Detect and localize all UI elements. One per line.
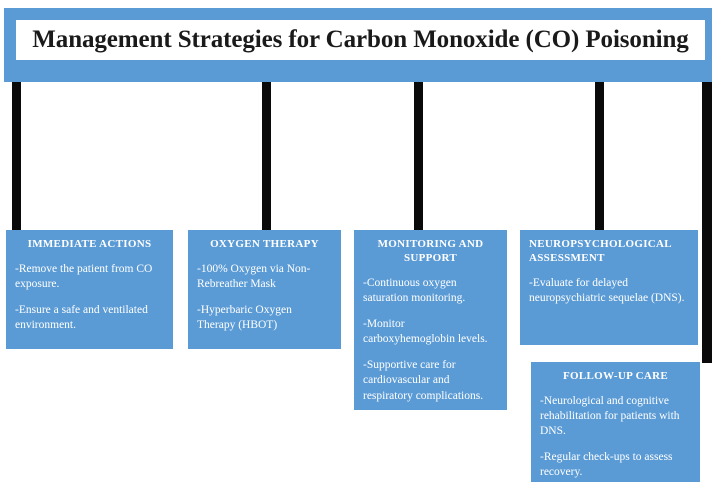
list-item: -Hyperbaric Oxygen Therapy (HBOT) <box>197 304 292 332</box>
stage-header-immediate-actions: IMMEDIATE ACTIONS <box>27 238 152 250</box>
connector-follow-up-care <box>702 82 712 363</box>
list-item: -100% Oxygen via Non-Rebreather Mask <box>197 262 311 290</box>
stage-box-monitoring-and-support[interactable]: MONITORING AND SUPPORT -Continuous oxyge… <box>354 230 507 410</box>
stage-header-neuropsychological-assessment: NEUROPSYCHOLOGICAL ASSESSMENT <box>529 238 672 264</box>
list-item: -Continuous oxygen saturation monitoring… <box>363 276 466 304</box>
list-item: -Ensure a safe and ventilated environmen… <box>15 304 148 332</box>
list-item: -Remove the patient from CO exposure. <box>15 262 153 290</box>
list-item: -Evaluate for delayed neuropsychiatric s… <box>529 276 685 304</box>
title-inner-panel: Management Strategies for Carbon Monoxid… <box>16 20 705 60</box>
connector-immediate-actions <box>12 82 21 230</box>
stage-body-oxygen-therapy: -100% Oxygen via Non-Rebreather Mask -Hy… <box>197 262 332 334</box>
list-item: -Neurological and cognitive rehabilitati… <box>540 394 680 438</box>
stage-box-oxygen-therapy[interactable]: OXYGEN THERAPY -100% Oxygen via Non-Rebr… <box>188 230 341 349</box>
stage-header-follow-up-care: FOLLOW-UP CARE <box>563 370 668 382</box>
stage-body-immediate-actions: -Remove the patient from CO exposure. -E… <box>15 262 164 334</box>
connector-monitoring-and-support <box>414 82 423 230</box>
title-banner: Management Strategies for Carbon Monoxid… <box>4 8 712 82</box>
list-item: -Supportive care for cardiovascular and … <box>363 359 484 402</box>
stage-box-immediate-actions[interactable]: IMMEDIATE ACTIONS -Remove the patient fr… <box>6 230 173 349</box>
connector-oxygen-therapy <box>262 82 271 230</box>
stage-header-monitoring-and-support: MONITORING AND SUPPORT <box>377 238 484 264</box>
stage-box-neuropsychological-assessment[interactable]: NEUROPSYCHOLOGICAL ASSESSMENT -Evaluate … <box>520 230 698 345</box>
list-item: -Monitor carboxyhemoglobin levels. <box>363 317 488 346</box>
list-item: -Regular check-ups to assess recovery. <box>540 451 673 479</box>
stage-body-neuropsychological-assessment: -Evaluate for delayed neuropsychiatric s… <box>529 276 689 306</box>
stage-body-monitoring-and-support: -Continuous oxygen saturation monitoring… <box>363 276 498 404</box>
stage-body-follow-up-care: -Neurological and cognitive rehabilitati… <box>540 394 691 481</box>
stage-box-follow-up-care[interactable]: FOLLOW-UP CARE -Neurological and cogniti… <box>531 362 700 482</box>
stage-header-oxygen-therapy: OXYGEN THERAPY <box>210 238 319 250</box>
connector-neuropsychological-assessment <box>595 82 604 230</box>
page-title: Management Strategies for Carbon Monoxid… <box>32 26 689 53</box>
